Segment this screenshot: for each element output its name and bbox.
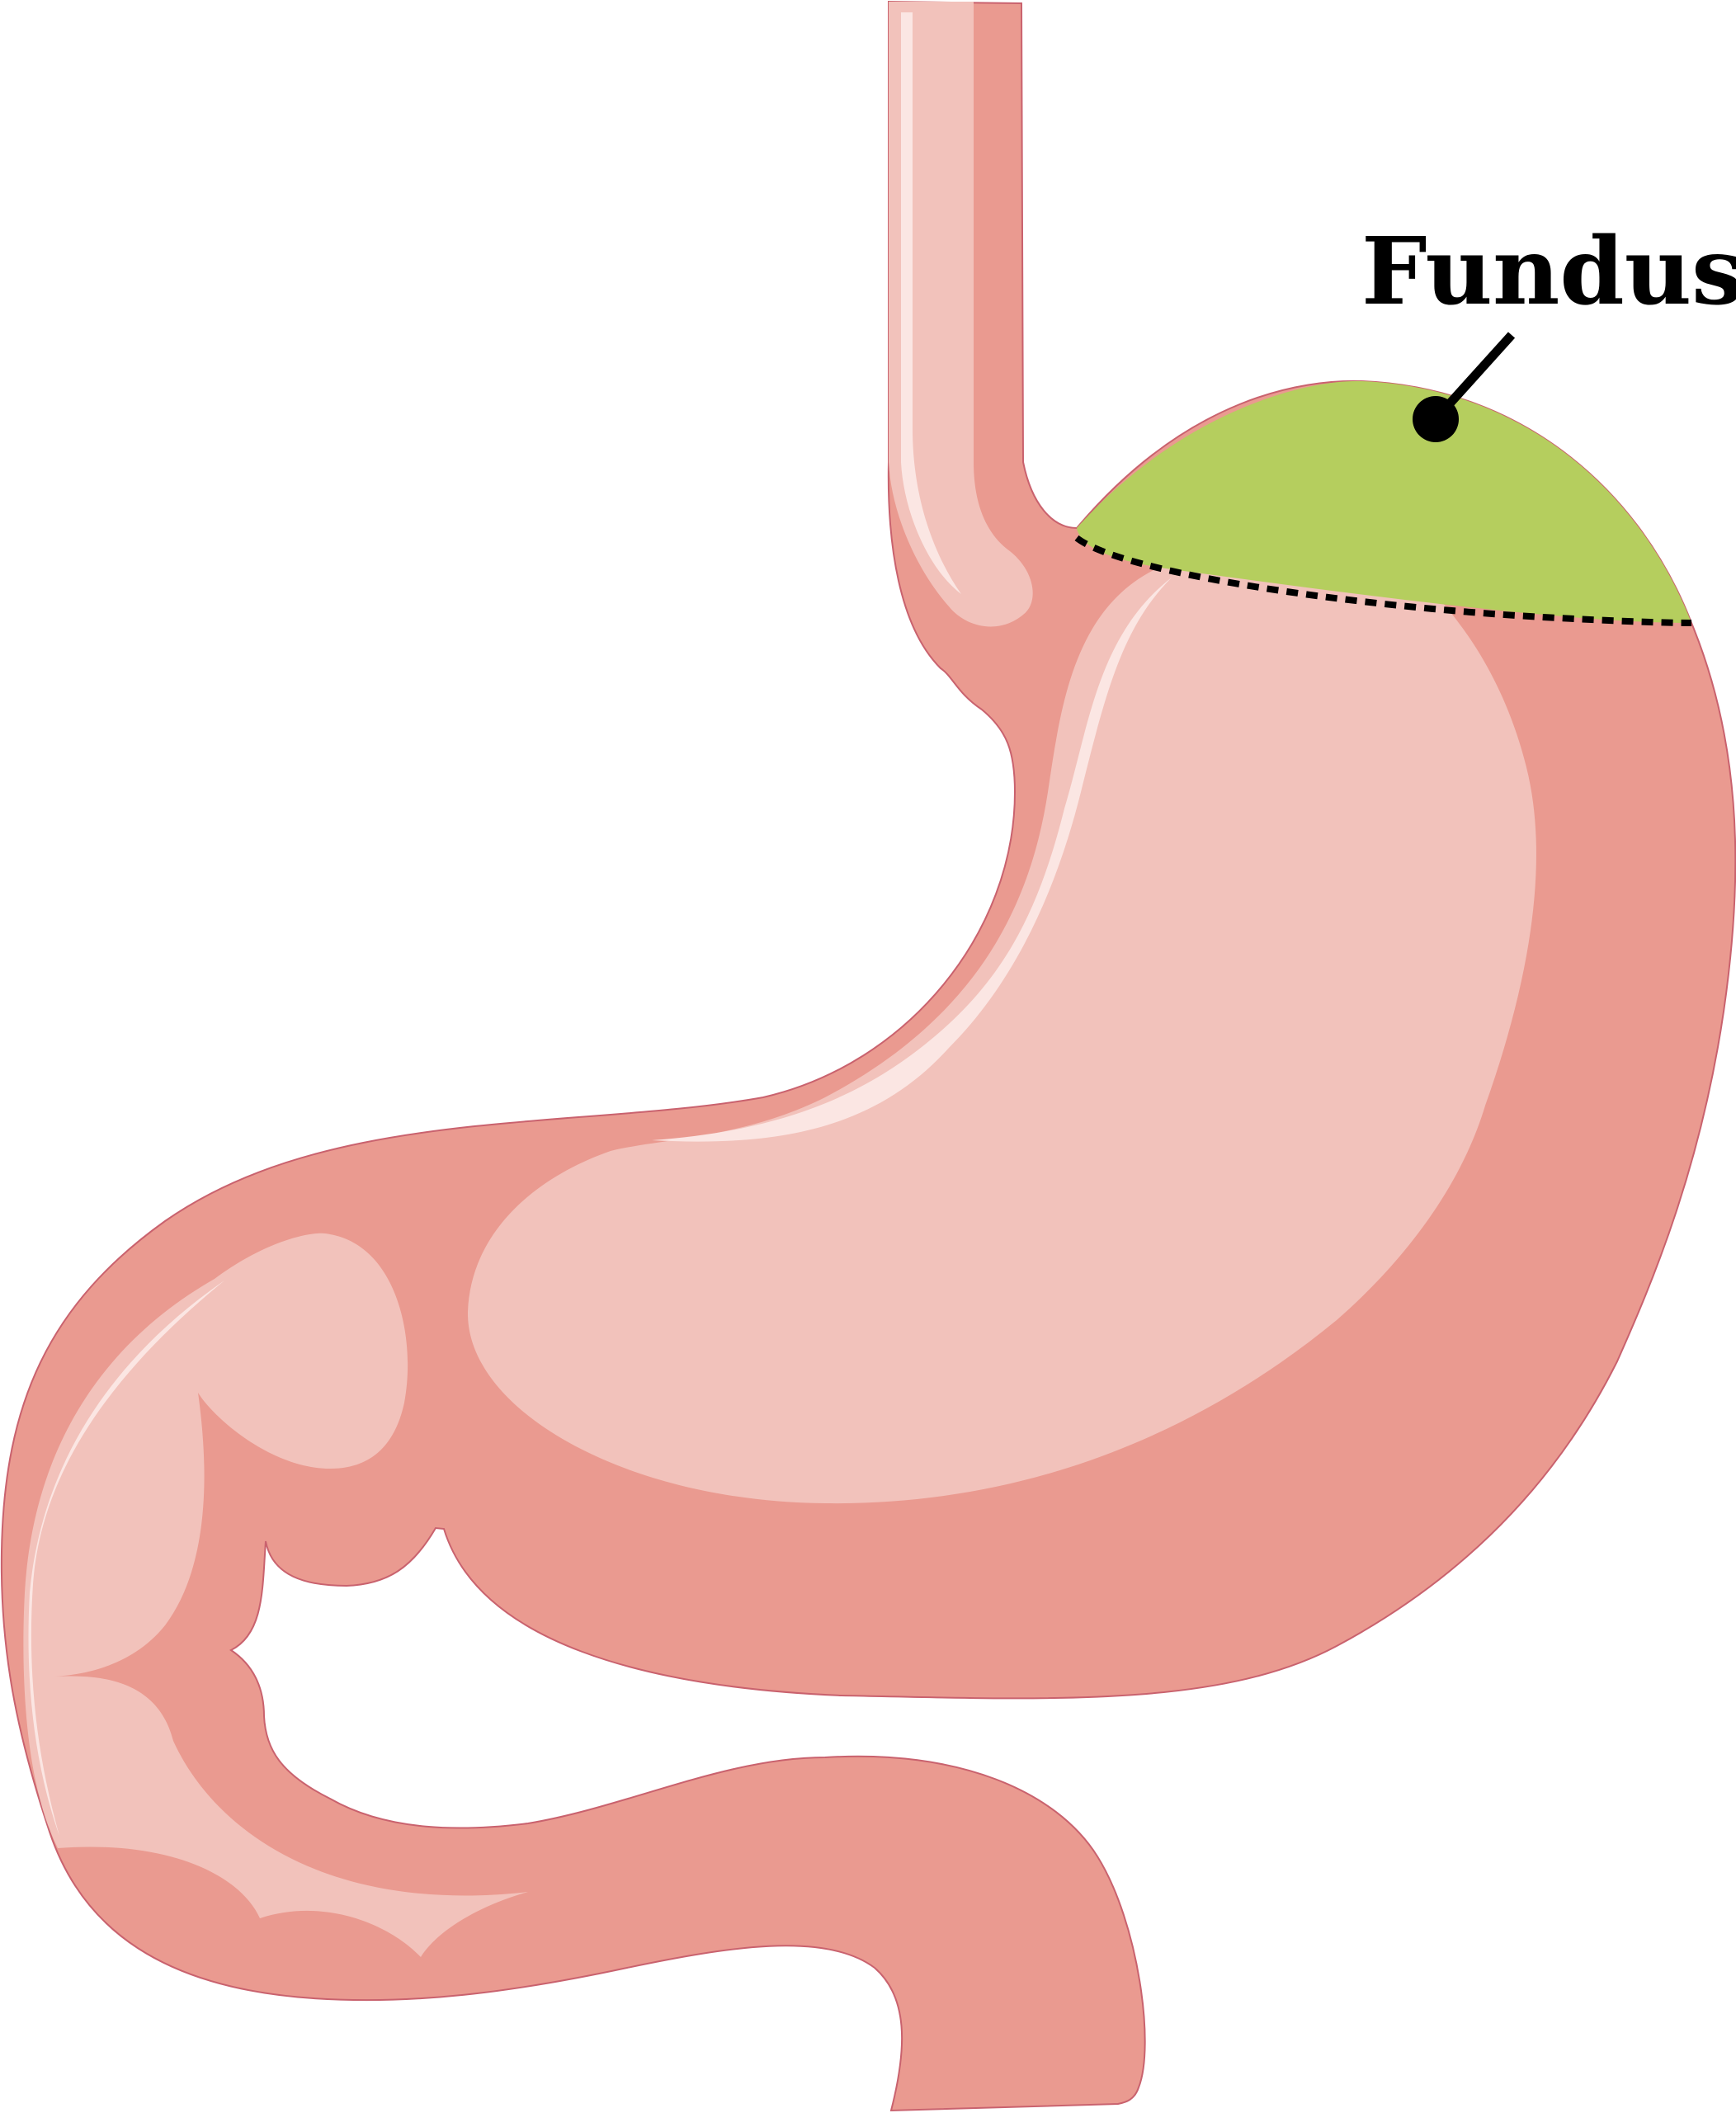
fundus-marker-dot	[1413, 396, 1459, 442]
stomach-body-lining	[467, 535, 1536, 1504]
esophagus-highlight	[901, 12, 961, 594]
fundus-label: Fundus	[1361, 218, 1736, 326]
fundus-boundary-line	[1074, 535, 1692, 626]
esophagus-lining	[889, 2, 1033, 627]
antrum-upper-lining	[23, 1233, 528, 1957]
fundus-region	[1077, 380, 1691, 623]
